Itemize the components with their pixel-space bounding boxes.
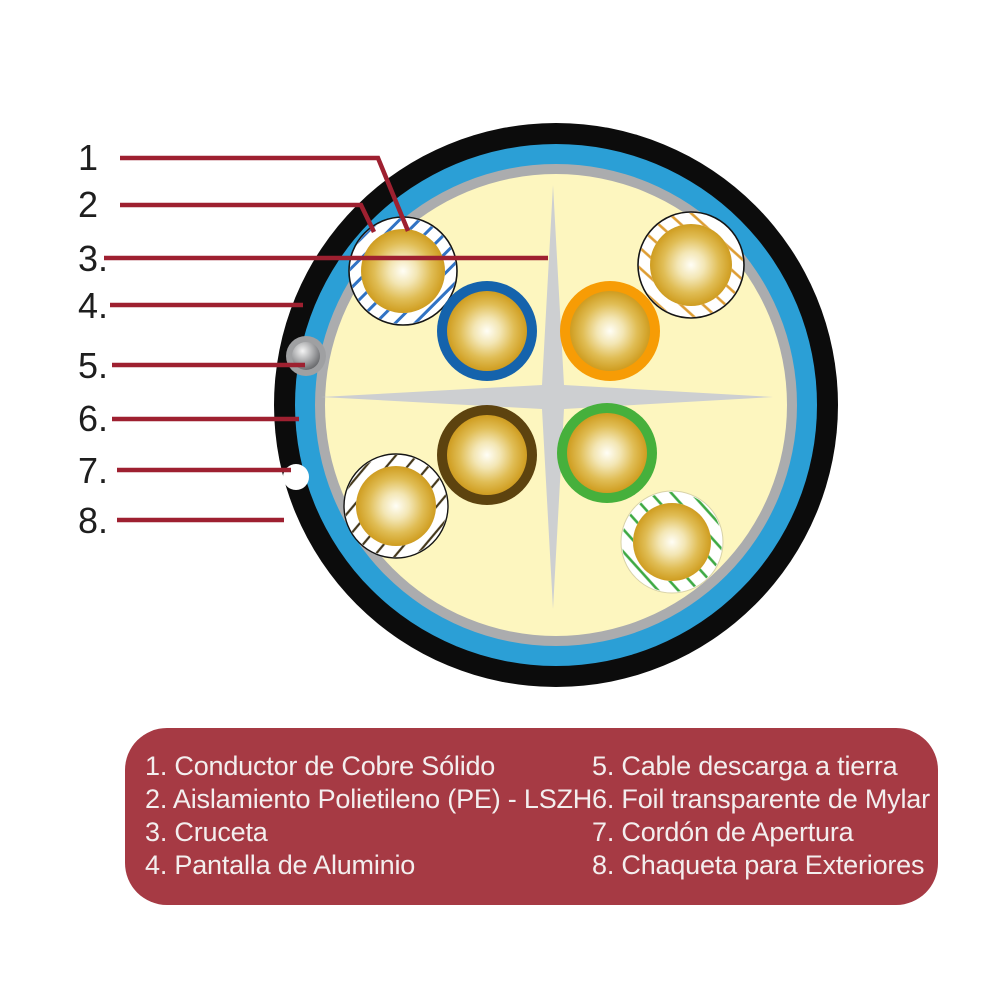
callout-number-3: 3.	[78, 238, 108, 279]
leader-lines	[104, 155, 548, 523]
legend-item-1: 1. Conductor de Cobre Sólido	[145, 751, 496, 781]
leader-line-1	[120, 155, 411, 232]
leader-line-2	[120, 202, 377, 233]
callout-number-6: 6.	[78, 398, 108, 439]
legend-item-3: 3. Cruceta	[145, 817, 268, 847]
callout-number-5: 5.	[78, 345, 108, 386]
callout-number-1: 1	[78, 137, 98, 178]
callout-number-4: 4.	[78, 285, 108, 326]
legend-item-5: 5. Cable descarga a tierra	[592, 751, 898, 781]
wire-brown-striped	[343, 453, 449, 559]
cross-spline	[321, 185, 773, 609]
wire-orange	[560, 281, 660, 381]
wire-green-striped	[620, 490, 724, 594]
legend-item-4: 4. Pantalla de Aluminio	[145, 850, 416, 880]
legend-item-8: 8. Chaqueta para Exteriores	[592, 850, 925, 880]
callout-numbers: 1 2 3. 4. 5. 6. 7. 8.	[78, 137, 108, 541]
wire-orange-striped	[637, 211, 745, 319]
drain-wire	[286, 336, 326, 376]
callout-number-8: 8.	[78, 500, 108, 541]
legend-panel: 1. Conductor de Cobre Sólido 2. Aislamie…	[125, 728, 938, 905]
wire-blue-striped	[348, 216, 458, 326]
callout-number-2: 2	[78, 184, 98, 225]
cable-cross-section-diagram: 1 2 3. 4. 5. 6. 7. 8.	[78, 123, 838, 687]
wire-green	[557, 403, 657, 503]
legend-item-7: 7. Cordón de Apertura	[592, 817, 854, 847]
legend-item-6: 6. Foil transparente de Mylar	[592, 784, 930, 814]
wire-brown	[437, 405, 537, 505]
legend-item-2: 2. Aislamiento Polietileno (PE) - LSZH	[145, 784, 593, 814]
wire-blue	[437, 281, 537, 381]
callout-number-7: 7.	[78, 450, 108, 491]
